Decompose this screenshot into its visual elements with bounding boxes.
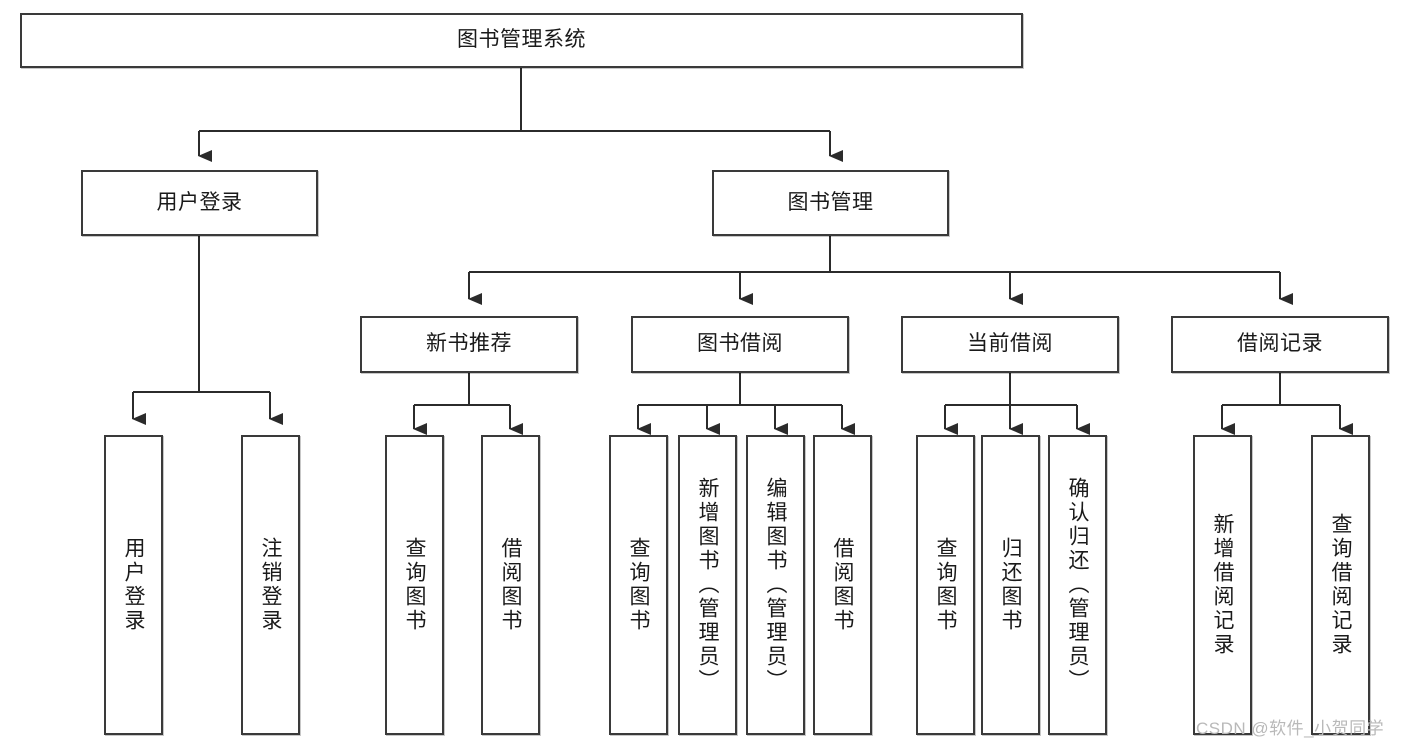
leaf-new-book-borrow[interactable]: 借阅图书 (481, 435, 540, 735)
node-label: 图书管理系统 (457, 28, 586, 52)
node-label: 新增借阅记录 (1211, 513, 1234, 657)
node-borrow-records[interactable]: 借阅记录 (1171, 316, 1389, 373)
leaf-user-login-signout[interactable]: 注销登录 (241, 435, 300, 735)
leaf-borrow-edit-book-admin[interactable]: 编辑图书（管理员） (746, 435, 805, 735)
leaf-records-add-record[interactable]: 新增借阅记录 (1193, 435, 1252, 735)
node-label: 借阅图书 (831, 537, 854, 633)
node-label: 借阅记录 (1237, 332, 1323, 356)
leaf-new-book-query[interactable]: 查询图书 (385, 435, 444, 735)
node-new-book-recommend[interactable]: 新书推荐 (360, 316, 578, 373)
node-label: 用户登录 (156, 190, 243, 214)
node-label: 当前借阅 (967, 332, 1053, 356)
leaf-current-return-book[interactable]: 归还图书 (981, 435, 1040, 735)
leaf-records-query-record[interactable]: 查询借阅记录 (1311, 435, 1370, 735)
leaf-borrow-query-book[interactable]: 查询图书 (609, 435, 668, 735)
node-label: 注销登录 (259, 537, 282, 633)
node-label: 编辑图书（管理员） (764, 477, 787, 693)
node-label: 新增图书（管理员） (696, 477, 719, 693)
node-book-borrow[interactable]: 图书借阅 (631, 316, 849, 373)
leaf-current-confirm-return-admin[interactable]: 确认归还（管理员） (1048, 435, 1107, 735)
node-root-system[interactable]: 图书管理系统 (20, 13, 1023, 68)
node-label: 查询借阅记录 (1329, 513, 1352, 657)
node-label: 查询图书 (934, 537, 957, 633)
node-label: 图书管理 (787, 190, 874, 214)
node-label: 查询图书 (627, 537, 650, 633)
node-label: 确认归还（管理员） (1066, 477, 1089, 693)
node-book-management[interactable]: 图书管理 (712, 170, 949, 236)
node-label: 图书借阅 (697, 332, 783, 356)
node-label: 归还图书 (999, 537, 1022, 633)
leaf-borrow-add-book-admin[interactable]: 新增图书（管理员） (678, 435, 737, 735)
node-label: 用户登录 (122, 537, 145, 633)
node-user-login[interactable]: 用户登录 (81, 170, 318, 236)
node-label: 新书推荐 (426, 332, 512, 356)
leaf-user-login-signin[interactable]: 用户登录 (104, 435, 163, 735)
watermark-text: CSDN @软件_小贺同学 (1196, 719, 1385, 738)
leaf-borrow-borrow-book[interactable]: 借阅图书 (813, 435, 872, 735)
node-current-borrow[interactable]: 当前借阅 (901, 316, 1119, 373)
leaf-current-query-book[interactable]: 查询图书 (916, 435, 975, 735)
node-label: 查询图书 (403, 537, 426, 633)
node-label: 借阅图书 (499, 537, 522, 633)
